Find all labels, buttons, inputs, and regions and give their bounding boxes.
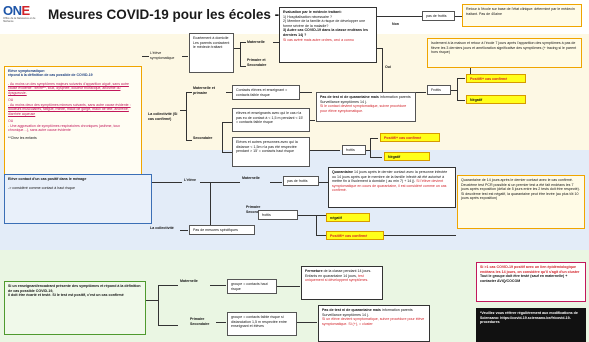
pas-de-test-red-1: Si le contact devient symptomatique, sui… — [320, 104, 407, 113]
quarantaine-cas-confirme-box: Quarantaine de 14 jours après le dernier… — [457, 175, 585, 229]
pas-de-test-red-2: Si un élève devient symptomatique, suivr… — [322, 317, 425, 326]
pas-de-test-box-1: Pas de test ni de quarantaine mais infor… — [316, 92, 416, 122]
quarantaine-title: Quarantaine — [332, 170, 353, 174]
maternelle-label-1: Maternelle — [247, 40, 265, 44]
panel-subtitle: répond à la définition de cas possible d… — [8, 73, 93, 78]
positif-box-1: Positif/+ cas confirmé — [466, 74, 526, 83]
eleve-label-2: L'élève — [184, 178, 197, 182]
secondaire-label-1: Secondaire — [193, 136, 213, 140]
footer-note: *Veuillez vous référer régulièrement aux… — [480, 311, 578, 325]
primaire-secondaire-label-2: Primaire Secondaire — [246, 205, 266, 214]
page-title: Mesures COVID-19 pour les écoles - 14/08… — [48, 7, 356, 22]
pas-de-frottis-box-1: pas de frottis — [422, 11, 455, 21]
primaire-secondaire-label-1: Primaire et Secondaire — [247, 58, 267, 67]
maternelle-label-3: Maternelle — [180, 279, 198, 283]
contact-title: Elève contact d'un cas positif dans le m… — [8, 177, 87, 181]
pas-de-test-body-1: information parents Surveillance symptôm… — [320, 95, 411, 104]
eval-title: Evaluation par le médecin traitant: — [283, 10, 342, 14]
positif-box-3: Positif/+ cas confirmé — [326, 231, 384, 240]
evaluation-box: Evaluation par le médecin traitant: 1) H… — [279, 7, 377, 63]
chronic-symptoms-text: - Une aggravation de symptômes respirato… — [8, 123, 121, 133]
negatif-box-2: Négatif — [384, 152, 430, 161]
minor-symptoms-text: - Au moins deux des symptômes mineurs su… — [8, 102, 131, 116]
contact-subtitle: -> considéré comme contact à haut risque — [8, 185, 76, 190]
pas-de-test-title-1: Pas de test ni de quarantaine mais — [320, 95, 379, 99]
footnote: **Chez les enfants — [8, 135, 37, 140]
non-label: Non — [392, 22, 399, 26]
secondaire-high-risk-box: Elèves et autres personnes avec qui la d… — [232, 137, 310, 167]
eval-item-2: 2) Membre de la famille à risque de déve… — [283, 19, 366, 28]
teacher-definition-panel: Si un enseignant/encadrant présente des … — [4, 281, 146, 335]
logo-text: ONE — [3, 3, 30, 18]
one-logo: ONE Office de la Naissance et de l'Enfan… — [3, 4, 43, 30]
eval-item-3: 3) Autre cas COVID-19 dans la classe end… — [283, 28, 368, 37]
fermeture-red: test uniquement si développent symptômes… — [305, 273, 369, 283]
panel-title: Elève symptomatique: — [8, 69, 46, 73]
collectivite-label-1: La collectivité (Si cas confirmé) — [148, 112, 178, 121]
negatif-box-1: Négatif — [466, 95, 526, 104]
or-label-1: OU — [8, 98, 14, 103]
primaire-secondaire-label-3: Primaire Secondaire — [190, 317, 210, 326]
frottis-box-1: Frottis — [427, 85, 451, 95]
frottis-box-2: frottis — [342, 145, 366, 155]
cluster-body: Tout le groupe doit être testé (sauf en … — [480, 274, 568, 283]
secondaire-low-risk-box: élèves et enseignants avec qui le cas n'… — [232, 108, 310, 132]
contacts-faible-risque-box: Contacts élèves et enseignant = contacts… — [232, 85, 300, 100]
maternelle-label-2: Maternelle — [242, 176, 260, 180]
retour-ecole-box: Retour à l'école sur base de l'état clin… — [462, 4, 582, 27]
pas-de-test-body-2: information parents Surveillance symptôm… — [322, 308, 413, 317]
collectivite-label-2: La collectivité — [150, 226, 174, 230]
logo-subtitle: Office de la Naissance et de l'Enfance — [3, 17, 36, 23]
fermeture-box: Fermeture de la classe pendant 14 jours.… — [301, 266, 383, 300]
maternelle-primaire-label: Maternelle et primaire — [193, 86, 215, 95]
footer-note-box: *Veuillez vous référer régulièrement aux… — [476, 308, 586, 342]
teacher-body: il doit être écarté et testé. Si le test… — [8, 293, 124, 298]
pas-de-test-box-2: Pas de test ni de quarantaine mais infor… — [318, 305, 430, 342]
or-label-2: OU — [8, 119, 14, 124]
teacher-title: Si un enseignant/encadrant présente des … — [8, 284, 141, 293]
fermeture-body: de la classe pendant 14 jours. Enfants e… — [305, 269, 372, 278]
eval-item-1: 1) Hospitalisation nécessaire ? — [283, 14, 332, 19]
eval-item-3-note: Si cas avéré mais autre ordres, ceci a c… — [283, 37, 354, 42]
groupe-haut-risque-box: groupe = contacts haut risque — [227, 279, 277, 294]
groupe-faible-risque-box: groupe = contacts faible risque si dista… — [227, 312, 297, 336]
pas-de-frottis-box-2: pas de frottis — [283, 176, 319, 186]
positif-box-2: Positif/+ cas confirmé — [380, 133, 440, 142]
pas-de-test-title-2: Pas de test ni de quarantaine mais — [322, 308, 381, 312]
contact-definition-panel: Elève contact d'un cas positif dans le m… — [4, 174, 152, 224]
negatif-box-3: négatif — [326, 213, 370, 222]
fermeture-title: Fermeture — [305, 269, 323, 273]
oui-label: Oui — [385, 65, 391, 69]
quarantaine-box: Quarantaine 14 jours après le dernier co… — [328, 167, 456, 208]
pas-de-mesures-box: Pas de mesures spécifiques — [189, 225, 255, 235]
major-symptoms-text: - Au moins un des symptômes majeurs suiv… — [8, 81, 129, 95]
quarantaine-red: Si l'élève devient symptomatique en cour… — [332, 179, 447, 193]
eleve-symptomatique-label: L'élève symptomatique — [150, 51, 175, 60]
cluster-title: Si >1 cas COVID-19 positif avec un lien … — [480, 265, 580, 274]
quarantaine-body: 14 jours après le dernier contact avec l… — [332, 170, 448, 184]
isolement-box: Isolement à la maison et retour à l'écol… — [427, 38, 582, 68]
frottis-box-3: frottis — [258, 210, 298, 220]
ecartement-box: Ecartement à domicile Les parents contac… — [189, 33, 234, 73]
cluster-box: Si >1 cas COVID-19 positif avec un lien … — [476, 262, 586, 302]
